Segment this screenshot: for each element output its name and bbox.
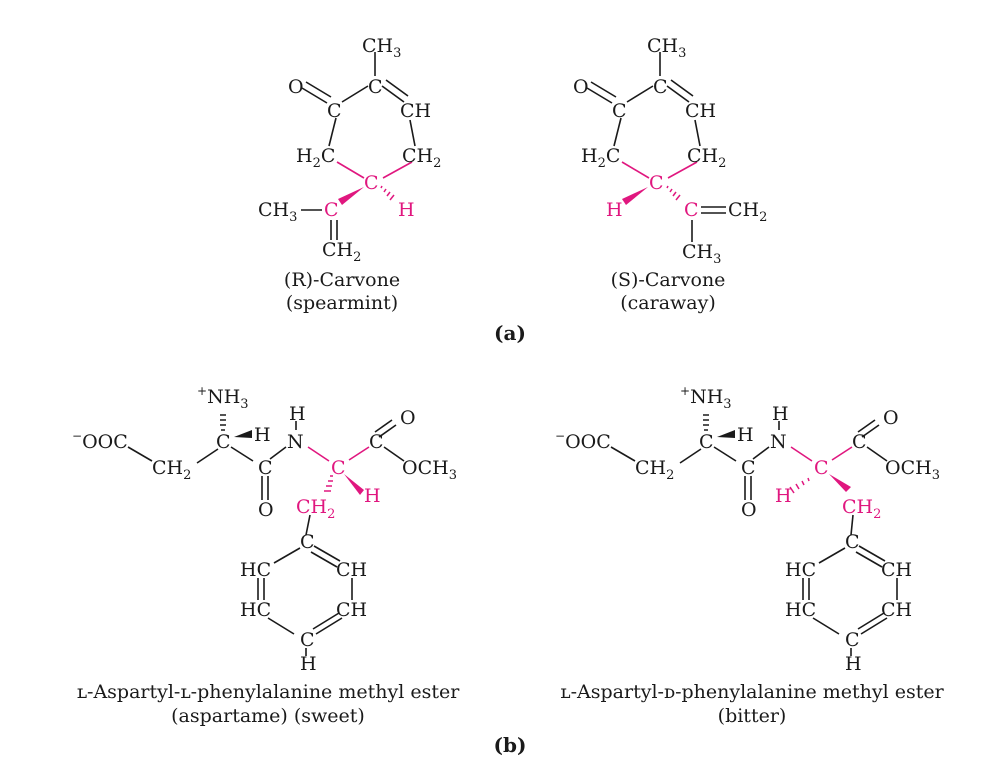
s-carvone-name: (S)-Carvone (611, 269, 726, 291)
ammonium-label: +NH3 (197, 384, 249, 412)
ld-dipeptide-name: ʟ-Aspartyl-ᴅ-phenylalanine methyl ester (560, 681, 944, 703)
ring-ch: CH (881, 559, 912, 581)
stereocenter-carbon: C (649, 172, 664, 194)
ring-h2c: H2C (296, 145, 335, 171)
alkene-carbon: C (684, 199, 699, 221)
ring-para-hydrogen: H (300, 653, 317, 675)
ester-oxygen: O (883, 407, 899, 429)
carbonyl-carbon: C (327, 100, 342, 122)
ring-para-carbon: C (845, 629, 860, 651)
oxygen-label: O (573, 76, 589, 98)
r-carvone-structure: CH3 C O C CH H2C CH2 C CH3 C H CH2 (258, 35, 441, 265)
amide-nitrogen: N (287, 431, 304, 453)
ring-para-hydrogen: H (845, 653, 862, 675)
methoxy-label: OCH3 (402, 457, 457, 483)
part-label-b: (b) (494, 733, 527, 757)
oxygen-label: O (288, 76, 304, 98)
ll-dipeptide-note: (aspartame) (sweet) (171, 705, 365, 727)
stereocenter-carbon: C (364, 172, 379, 194)
s-carvone-structure: CH3 C O C CH H2C CH2 C H C CH2 CH3 (573, 35, 767, 267)
amide-carbon: C (258, 457, 273, 479)
carboxylate-label: −OOC (72, 429, 128, 453)
methylene-label: CH2 (322, 239, 361, 265)
ring-ch: CH (881, 599, 912, 621)
ring-ipso-carbon: C (845, 531, 860, 553)
ring-ch: CH (400, 100, 431, 122)
ring-para-carbon: C (300, 629, 315, 651)
ring-hc: HC (240, 599, 271, 621)
benzyl-ch2: CH2 (842, 496, 881, 522)
ring-hc: HC (240, 559, 271, 581)
carboxylate-label: −OOC (555, 429, 611, 453)
methylene-label: CH2 (728, 199, 767, 225)
amide-oxygen: O (258, 499, 274, 521)
alpha-hydrogen-asp: H (737, 424, 754, 446)
stereocenter-hydrogen: H (775, 485, 792, 507)
ring-h2c: H2C (581, 145, 620, 171)
r-carvone-source: (spearmint) (286, 292, 398, 314)
ring-ipso-carbon: C (300, 531, 315, 553)
ring-ch: CH (336, 559, 367, 581)
part-label-a: (a) (494, 321, 526, 345)
ring-ch: CH (685, 100, 716, 122)
ring-ch: CH (336, 599, 367, 621)
amide-oxygen: O (741, 499, 757, 521)
stereocenter-carbon: C (331, 457, 346, 479)
ammonium-label: +NH3 (680, 384, 732, 412)
stereocenter-hydrogen: H (606, 199, 623, 221)
methoxy-label: OCH3 (885, 457, 940, 483)
ring-carbon: C (368, 76, 383, 98)
r-carvone-name: (R)-Carvone (284, 269, 400, 291)
ester-oxygen: O (400, 407, 416, 429)
ld-dipeptide-note: (bitter) (718, 705, 787, 727)
ll-dipeptide-structure: −OOC CH2 +NH3 C H C O H N C H CH2 C O OC… (72, 384, 457, 675)
ester-carbon: C (369, 431, 384, 453)
carbonyl-carbon: C (612, 100, 627, 122)
ring-hc: HC (785, 559, 816, 581)
ll-dipeptide-name: ʟ-Aspartyl-ʟ-phenylalanine methyl ester (77, 681, 460, 703)
methyl-label: CH3 (258, 199, 297, 225)
amide-hydrogen: H (772, 403, 789, 425)
s-carvone-source: (caraway) (620, 292, 716, 314)
stereocenter-hydrogen: H (364, 485, 381, 507)
alkene-carbon: C (324, 199, 339, 221)
ring-ch2: CH2 (402, 145, 441, 171)
methyl-label: CH3 (682, 241, 721, 267)
amide-carbon: C (741, 457, 756, 479)
methyl-label: CH3 (362, 35, 401, 61)
ester-carbon: C (852, 431, 867, 453)
amide-nitrogen: N (770, 431, 787, 453)
amide-hydrogen: H (289, 403, 306, 425)
ld-dipeptide-structure: −OOC CH2 +NH3 C H C O H N C H CH2 C O OC… (555, 384, 940, 675)
ring-carbon: C (653, 76, 668, 98)
stereocenter-carbon: C (814, 457, 829, 479)
methylene-label: CH2 (635, 457, 674, 483)
methyl-label: CH3 (647, 35, 686, 61)
benzyl-ch2: CH2 (296, 496, 335, 522)
methylene-label: CH2 (152, 457, 191, 483)
stereocenter-hydrogen: H (398, 199, 415, 221)
ring-ch2: CH2 (687, 145, 726, 171)
alpha-hydrogen-asp: H (254, 424, 271, 446)
alpha-carbon-asp: C (216, 431, 231, 453)
alpha-carbon-asp: C (699, 431, 714, 453)
ring-hc: HC (785, 599, 816, 621)
